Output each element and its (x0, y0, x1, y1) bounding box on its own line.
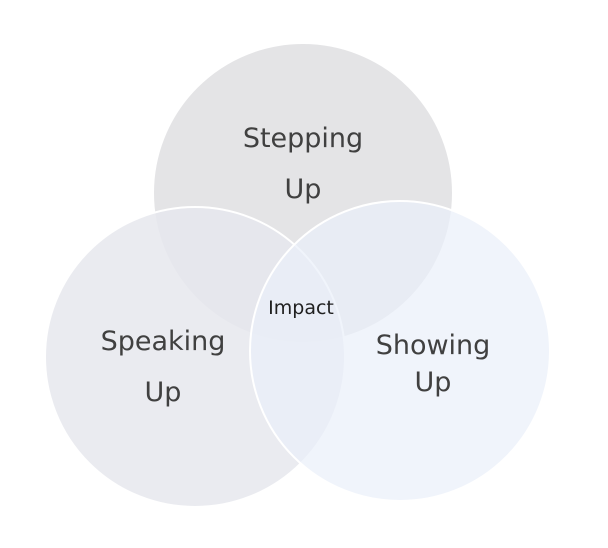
stepping-up-label-line-1: Stepping (243, 123, 363, 154)
speaking-up-label-line-2: Up (145, 377, 182, 408)
showing-up-label-line-1: Showing (376, 330, 491, 361)
stepping-up-label-line-2: Up (285, 174, 322, 205)
speaking-up-label-line-1: Speaking (101, 326, 226, 357)
impact-label: Impact (268, 297, 334, 319)
showing-up-label-line-2: Up (415, 367, 452, 398)
showing-up-circle (249, 200, 551, 502)
